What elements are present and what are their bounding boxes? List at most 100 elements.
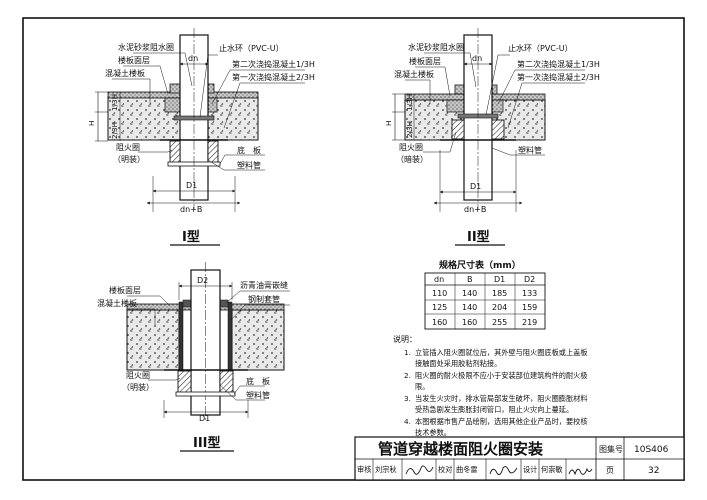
table-cell: 159 (522, 303, 537, 312)
note-line: 技术参数。 (415, 428, 451, 437)
reviewer-signature (405, 465, 434, 475)
dim-h: H (87, 121, 96, 126)
designer-name: 何崇敏 (541, 465, 563, 474)
dim-d1: D1 (186, 181, 197, 190)
note-line: 当发生火灾时，排水管局部发生破坏，阻火圈膨胀材料 (415, 394, 588, 403)
label-fire-collar: 阻火圈 (116, 143, 140, 152)
table-header: B (467, 275, 473, 284)
label-base-plate: 底 板 (246, 376, 270, 386)
dim-h23: 2/3H (405, 121, 414, 138)
label-plastic-pipe: 塑料管 (246, 390, 270, 400)
design-label: 设计 (523, 465, 537, 474)
label-second-pour: 第二次浇捣混凝土1/3H (232, 59, 315, 69)
dim-d2: D2 (197, 276, 208, 285)
steel-sleeve-left (178, 301, 184, 371)
concrete-slab-left (126, 309, 180, 371)
drawing-title: 管道穿越楼面阻火圈安装 (378, 440, 544, 458)
label-mortar-ring: 水泥砂浆阻水圈 (408, 42, 464, 52)
dim-dnb: dn+B (180, 205, 202, 214)
spec-table: 规格尺寸表（mm） dn B D1 D2 110 140 185 133 125… (424, 259, 546, 330)
concrete-slab-right (231, 309, 285, 371)
fire-collar-right (207, 140, 219, 164)
fire-collar-left (177, 370, 192, 394)
label-steel-sleeve: 钢制套管 (248, 294, 280, 304)
checker-signature (489, 466, 518, 476)
label-second-pour: 第二次浇捣混凝土1/3H (517, 59, 600, 69)
label-fire-collar: 阻火圈 (126, 371, 150, 380)
dim-dn: dn (188, 54, 198, 63)
label-water-stop: 止水环（PVC-U） (219, 43, 284, 53)
check-label: 校对 (438, 465, 452, 474)
figure-type-2: dn D1 dn+B H 1/3H 2/3H 水泥砂浆阻水圈 楼板面层 混凝土楼… (384, 28, 600, 246)
dim-h13: 1/3H (405, 94, 414, 111)
table-header: D1 (494, 275, 505, 284)
table-header: dn (434, 275, 444, 284)
dim-dn: dn (472, 54, 482, 63)
dim-h13: 1/3H (110, 94, 119, 111)
dim-dnb: dn+B (464, 205, 486, 214)
label-water-stop: 止水环（PVC-U） (508, 43, 573, 53)
table-cell: 140 (462, 289, 477, 298)
table-header: D2 (524, 275, 535, 284)
note-number: 3. (404, 394, 411, 403)
note-number: 1. (404, 348, 411, 357)
table-cell: 140 (462, 303, 477, 312)
label-base-plate: 底 板 (237, 145, 261, 155)
note-number: 4. (404, 417, 411, 426)
table-cell: 219 (522, 318, 537, 327)
label-floor-surface: 楼板面层 (109, 285, 141, 295)
label-fire-collar-sub: （暗装） (396, 154, 428, 164)
atlas-label: 图集号 (599, 444, 623, 454)
checker-name: 曲冬雷 (456, 465, 478, 474)
dim-d1: D1 (199, 414, 210, 423)
table-cell: 160 (462, 318, 477, 327)
label-first-pour: 第一次浇捣混凝土2/3H (232, 72, 315, 82)
fire-collar-right (491, 119, 505, 140)
figure-2-title: II型 (467, 229, 490, 245)
figure-1-title: I型 (182, 229, 200, 245)
note-line: 接触面处采用胶粘剂粘接。 (415, 359, 501, 368)
designer-signature (568, 467, 593, 476)
fire-collar-left (169, 140, 181, 164)
reviewer-name: 刘宗秋 (375, 465, 397, 474)
title-block: 管道穿越楼面阻火圈安装 图集号 10S406 审核 刘宗秋 校对 曲冬雷 设计 … (354, 436, 685, 481)
note-line: 立管插入阻火圈就位后，其外壁与阻火圈底板或上盖板 (415, 348, 588, 357)
label-mortar-ring: 水泥砂浆阻水圈 (118, 42, 174, 52)
label-floor-surface: 楼板面层 (409, 56, 441, 66)
table-cell: 110 (432, 289, 447, 298)
atlas-number: 10S406 (634, 445, 669, 455)
note-line: 限。 (415, 382, 429, 391)
label-fire-collar-sub: （明装） (122, 382, 154, 392)
table-cell: 204 (492, 303, 507, 312)
spec-table-title: 规格尺寸表（mm） (439, 259, 521, 271)
fire-collar-left (451, 119, 465, 140)
table-cell: 255 (492, 318, 507, 327)
table-cell: 185 (492, 289, 507, 298)
label-plastic-pipe: 塑料管 (237, 160, 261, 170)
figure-type-3: D2 D1 楼板面层 混凝土楼板 沥青油膏嵌缝 钢制套管 阻火圈 （明装） 底 … (97, 262, 290, 452)
figure-3-title: III型 (193, 435, 221, 451)
table-cell: 160 (432, 318, 447, 327)
label-plastic-pipe: 塑料管 (518, 145, 542, 155)
label-concrete-slab: 混凝土楼板 (105, 68, 145, 78)
sheet-border (22, 17, 685, 481)
table-cell: 125 (432, 303, 447, 312)
label-fire-collar-sub: （明装） (113, 154, 145, 164)
note-number: 2. (404, 371, 411, 380)
note-line: 阻火圈的耐火极限不应小于安装部位建筑构件的耐火极 (415, 371, 588, 380)
notes: 说明： 1. 立管插入阻火圈就位后，其外壁与阻火圈底板或上盖板 接触面处采用胶粘… (393, 334, 588, 437)
label-concrete-slab: 混凝土楼板 (97, 298, 137, 308)
notes-heading: 说明： (393, 334, 417, 344)
table-cell: 133 (522, 289, 537, 298)
figure-type-1: dn D1 dn+B H 1/3H 2/3H 水泥砂浆阻水圈 楼板面层 混凝土楼… (87, 28, 315, 246)
page-number: 32 (648, 466, 659, 476)
label-floor-surface: 楼板面层 (118, 55, 150, 65)
review-label: 审核 (357, 465, 371, 474)
fire-collar-right (219, 370, 234, 394)
note-line: 本图根据市售产品绘制，选用其他企业产品时，要校核 (415, 417, 588, 426)
note-line: 受热急剧发生膨胀封闭管口，阻止火灾向上蔓延。 (415, 405, 573, 414)
label-first-pour: 第一次浇捣混凝土2/3H (517, 72, 600, 82)
dim-h23: 2/3H (110, 122, 119, 139)
page-label: 页 (606, 466, 614, 475)
